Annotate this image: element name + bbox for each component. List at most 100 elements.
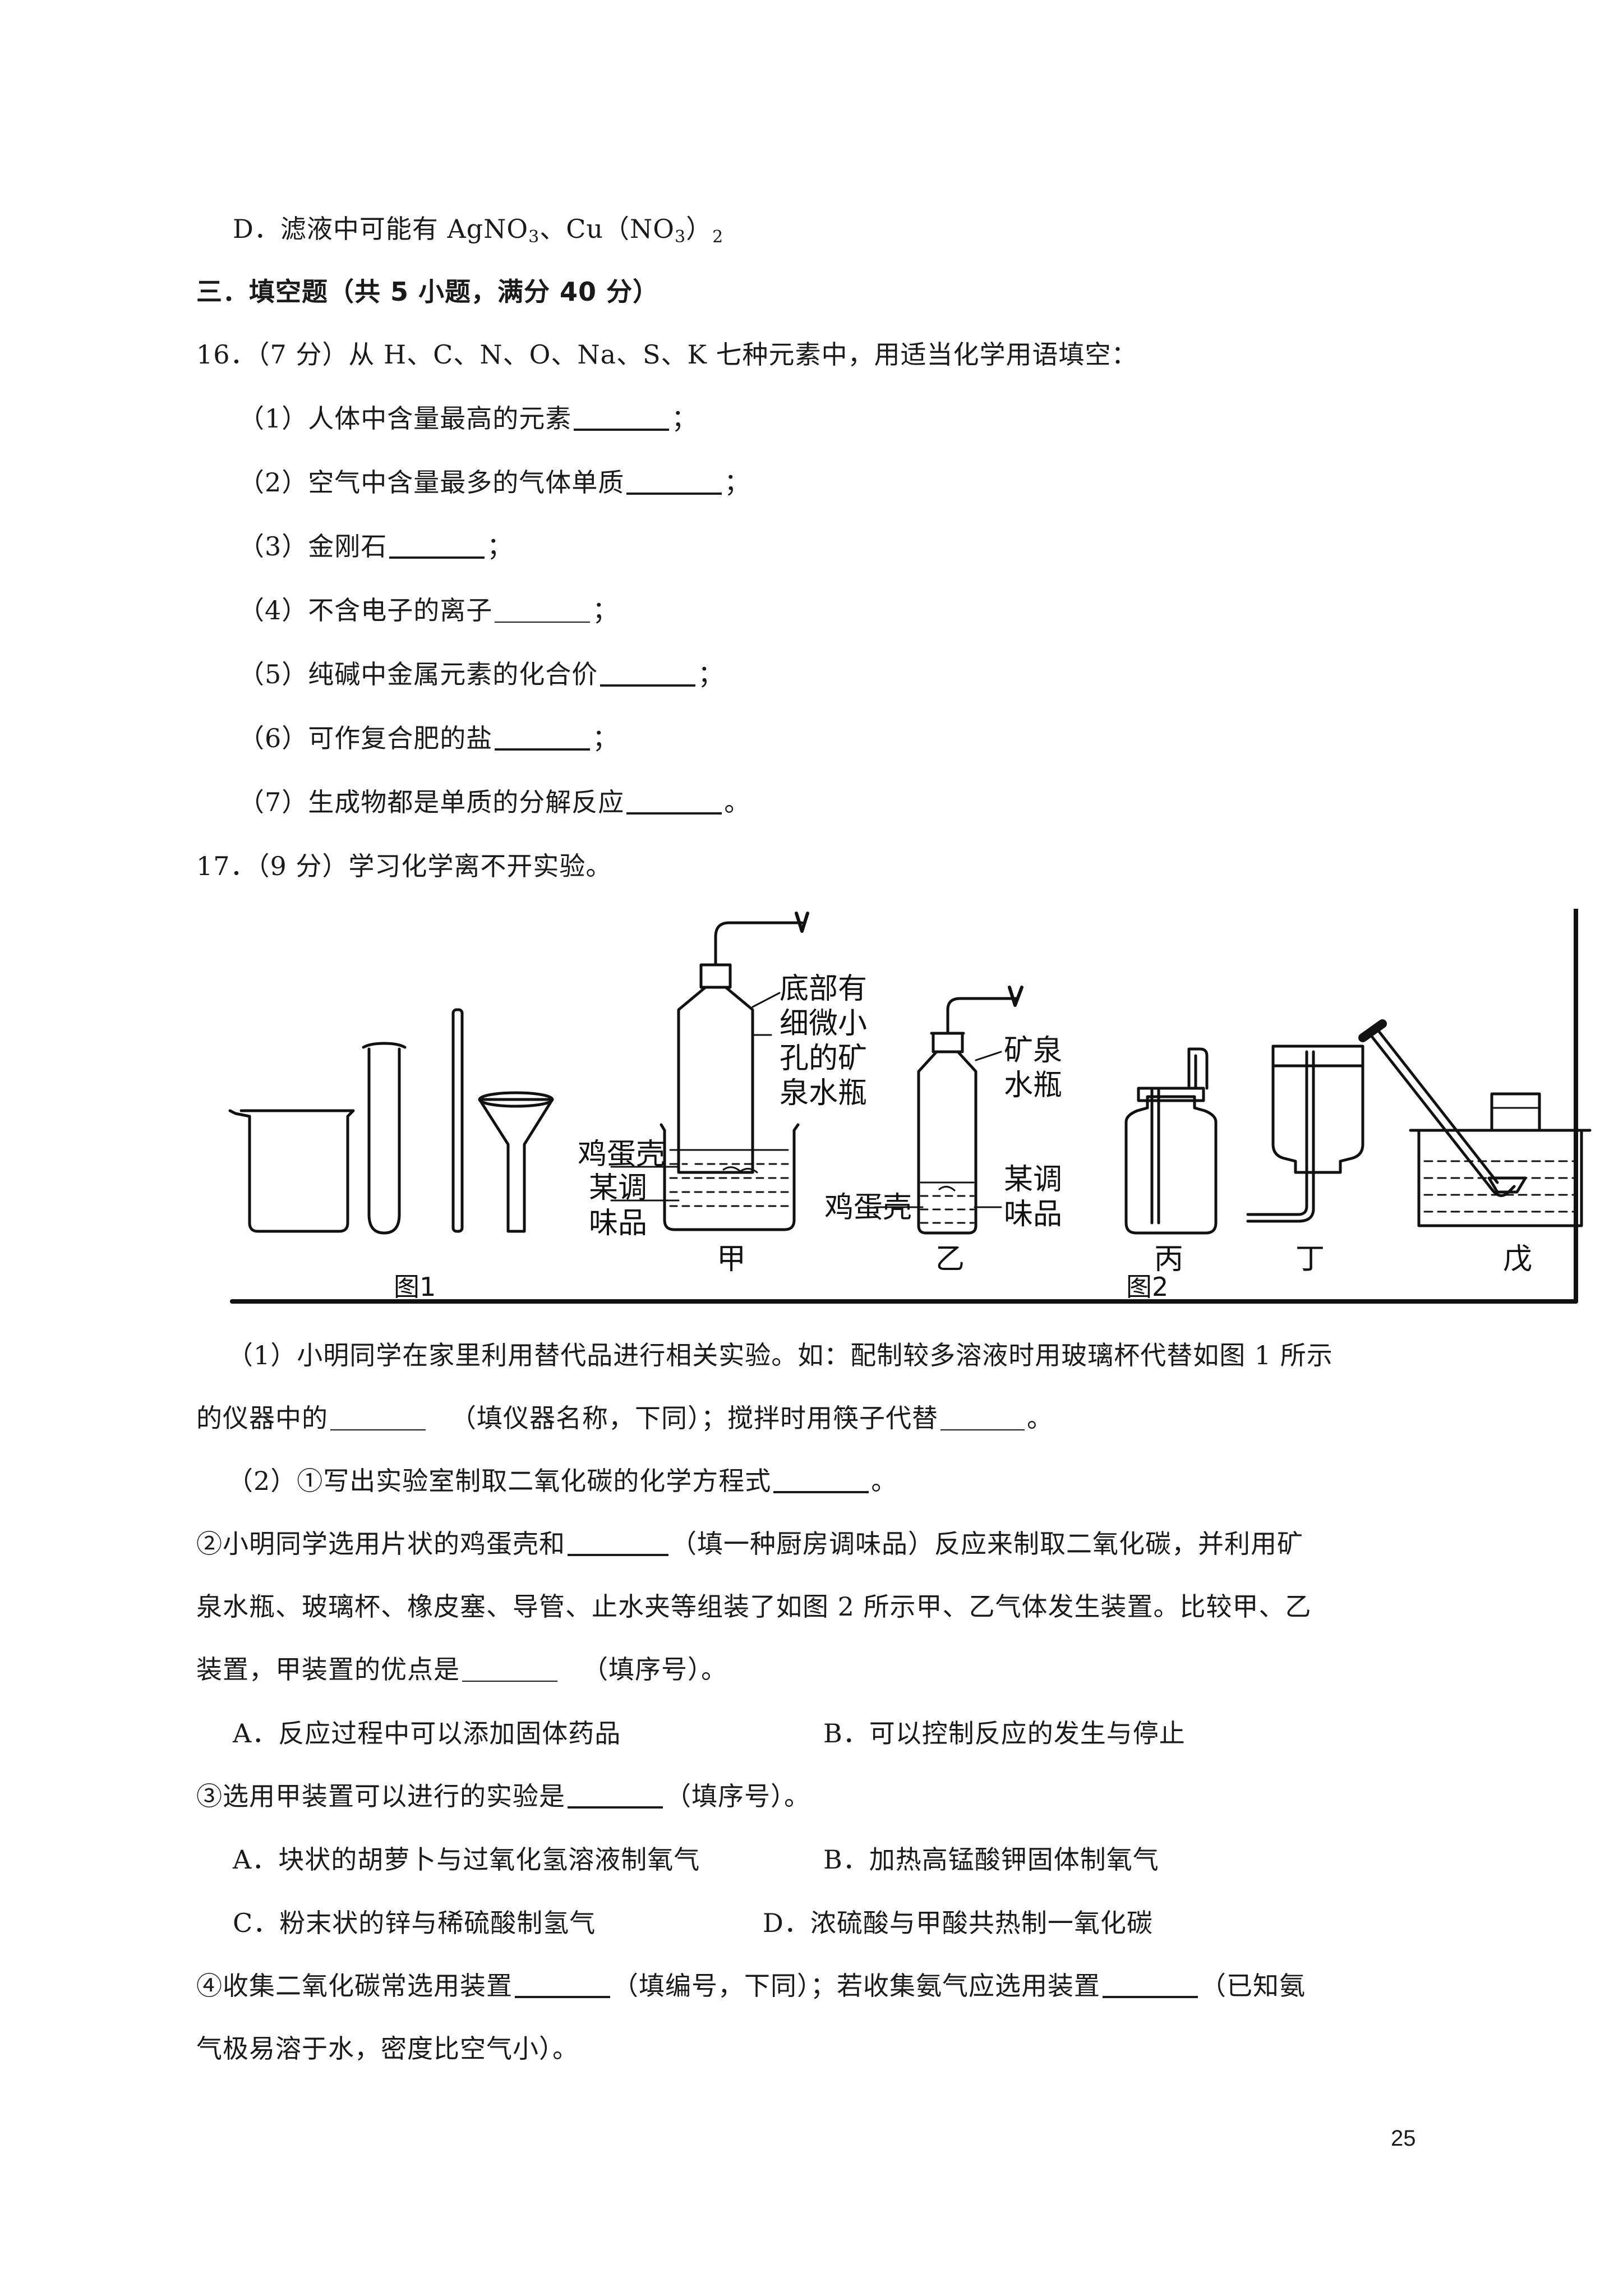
q16-item-end: ； [724, 467, 751, 498]
q17-text: （已知氨 [1200, 1971, 1306, 2001]
option-b: B．可以控制反应的发生与停止 [823, 1718, 1186, 1749]
option-d-prefix: D．滤液中可能有 AgNO [233, 214, 529, 244]
answer-blank[interactable] [626, 470, 722, 495]
section-title: 三．填空题（共 5 小题，满分 40 分） [196, 275, 659, 309]
q17-text: 的仪器中的 [196, 1403, 328, 1433]
seasoning-label-yi: 某调 [1004, 1163, 1062, 1197]
q17-text: （填仪器名称，下同）；搅拌时用筷子代替 [450, 1403, 938, 1433]
answer-blank[interactable] [626, 790, 722, 815]
eggshell-label-jia: 鸡蛋壳 [578, 1138, 665, 1171]
apparatus-bing [1124, 1047, 1218, 1235]
q16-item-1: （1）人体中含量最高的元素 ； [238, 402, 698, 435]
q16-item-end: ； [487, 531, 514, 562]
section-title-text: 三．填空题（共 5 小题，满分 40 分） [196, 277, 660, 307]
answer-blank[interactable] [940, 1407, 1025, 1430]
apparatus-label-bing: 丙 [1154, 1243, 1183, 1276]
q16-stem-text: 16．（7 分）从 H、C、N、O、Na、S、K 七种元素中，用适当化学用语填空… [196, 339, 1138, 370]
apparatus-wu [1358, 1019, 1592, 1227]
jia-label-line: 底部有 [780, 972, 867, 1006]
q17-options-row-2: A．块状的胡萝卜与过氧化氢溶液制氧气 [233, 1843, 700, 1876]
q17-p2-line4: 装置，甲装置的优点是（填序号）。 [196, 1653, 727, 1686]
answer-blank[interactable] [495, 726, 591, 751]
q17-text: 。 [1027, 1403, 1053, 1433]
answer-blank[interactable] [389, 534, 485, 559]
apparatus-label-wu: 戊 [1503, 1243, 1532, 1276]
q16-item-6: （6）可作复合肥的盐 ； [238, 721, 619, 755]
answer-blank[interactable] [568, 1784, 663, 1809]
apparatus-jia [610, 912, 809, 1231]
q17-text: ④收集二氧化碳常选用装置 [196, 1971, 513, 2001]
q17-text: ③选用甲装置可以进行的实验是 [196, 1781, 565, 1811]
q17-text: （1）小明同学在家里利用替代品进行相关实验。如：配制较多溶液时用玻璃杯代替如图 … [227, 1340, 1333, 1370]
jia-label-line: 孔的矿 [780, 1042, 867, 1075]
q16-item-text: （1）人体中含量最高的元素 [238, 403, 572, 434]
q16-item-2: （2）空气中含量最多的气体单质 ； [238, 466, 750, 499]
q16-item-3: （3）金刚石； [238, 530, 513, 563]
seasoning-label-jia: 某调 [589, 1171, 647, 1205]
q16-item-7: （7）生成物都是单质的分解反应 。 [238, 785, 750, 819]
q16-item-text: （4）不含电子的离子 [238, 595, 493, 625]
q16-item-text: （6）可作复合肥的盐 [238, 723, 493, 753]
eggshell-label-yi: 鸡蛋壳 [824, 1191, 912, 1225]
q16-item-end: ； [698, 659, 725, 689]
q17-stem-text: 17．（9 分）学习化学离不开实验。 [196, 851, 612, 881]
test-tube-icon [367, 1047, 401, 1235]
page-number: 25 [1391, 2126, 1416, 2151]
seasoning-label-yi: 味品 [1004, 1198, 1062, 1231]
option-d-mid: 、Cu（NO [540, 214, 675, 244]
q16-item-end: ； [592, 723, 619, 753]
q16-item-text: （7）生成物都是单质的分解反应 [238, 787, 625, 817]
q17-options-row-1: A．反应过程中可以添加固体药品 [233, 1717, 621, 1750]
subscript: 2 [712, 227, 724, 247]
answer-blank[interactable] [462, 1658, 557, 1682]
answer-blank[interactable] [330, 1407, 426, 1430]
option-a: A．块状的胡萝卜与过氧化氢溶液制氧气 [233, 1844, 700, 1875]
q17-text: （填序号）。 [582, 1654, 727, 1685]
seasoning-label-jia: 味品 [589, 1207, 647, 1240]
q17-stem: 17．（9 分）学习化学离不开实验。 [196, 849, 612, 883]
subscript: 3 [528, 227, 540, 247]
q17-p1-line2: 的仪器中的 （填仪器名称，下同）；搅拌时用筷子代替 。 [196, 1401, 1053, 1435]
answer-blank[interactable] [515, 1973, 610, 1998]
q16-item-end: ； [671, 403, 698, 434]
q17-options-row-1b: B．可以控制反应的发生与停止 [823, 1717, 1186, 1750]
q16-item-text: （5）纯碱中金属元素的化合价 [238, 659, 598, 689]
answer-blank[interactable] [1103, 1973, 1198, 1998]
q17-p4-line1: ④收集二氧化碳常选用装置（填编号，下同）；若收集氨气应选用装置（已知氨 [196, 1969, 1306, 2003]
q16-stem: 16．（7 分）从 H、C、N、O、Na、S、K 七种元素中，用适当化学用语填空… [196, 338, 1138, 371]
yi-label-line: 水瓶 [1004, 1069, 1062, 1102]
answer-blank[interactable] [568, 1531, 668, 1556]
q16-item-text: （2）空气中含量最多的气体单质 [238, 467, 625, 498]
funnel-icon [478, 1098, 554, 1233]
q17-text: 气极易溶于水，密度比空气小）。 [196, 2033, 579, 2064]
q17-p1-line1: （1）小明同学在家里利用替代品进行相关实验。如：配制较多溶液时用玻璃杯代替如图 … [227, 1338, 1333, 1372]
answer-blank[interactable] [574, 406, 670, 431]
q16-item-end: ； [592, 595, 619, 625]
q17-text: 泉水瓶、玻璃杯、橡皮塞、导管、止水夹等组装了如图 2 所示甲、乙气体发生装置。比… [196, 1591, 1312, 1622]
apparatus-yi [874, 986, 1023, 1235]
q17-p3: ③选用甲装置可以进行的实验是 （填序号）。 [196, 1779, 810, 1813]
q17-p2-line2: ②小明同学选用片状的鸡蛋壳和（填一种厨房调味品）反应来制取二氧化碳，并利用矿 [196, 1527, 1303, 1561]
answer-blank[interactable] [495, 599, 591, 623]
beaker-icon [228, 1109, 355, 1233]
q17-p2-line3: 泉水瓶、玻璃杯、橡皮塞、导管、止水夹等组装了如图 2 所示甲、乙气体发生装置。比… [196, 1590, 1312, 1623]
glass-rod-icon [451, 1008, 464, 1233]
option-c: C．粉末状的锌与稀硫酸制氢气 [233, 1908, 596, 1938]
q16-item-5: （5）纯碱中金属元素的化合价 ； [238, 657, 724, 691]
figure-1-caption: 图1 [394, 1272, 436, 1302]
q16-item-end: 。 [724, 787, 751, 817]
option-a: A．反应过程中可以添加固体药品 [233, 1718, 621, 1749]
apparatus-figure: 底部有 细微小 孔的矿 泉水瓶 矿泉 水瓶 鸡蛋壳 某调 味品 鸡蛋壳 某调 味… [228, 909, 1592, 1304]
q17-text: （填序号）。 [665, 1781, 810, 1811]
jia-label-line: 细微小 [780, 1007, 867, 1041]
apparatus-label-jia: 甲 [717, 1243, 746, 1276]
answer-blank[interactable] [600, 662, 696, 687]
answer-blank[interactable] [773, 1469, 869, 1493]
subscript: 3 [675, 227, 686, 247]
apparatus-ding [1246, 1045, 1364, 1223]
option-b: B．加热高锰酸钾固体制氧气 [823, 1844, 1159, 1875]
option-d-suffix: ） [686, 214, 713, 244]
q17-options-row-2b: B．加热高锰酸钾固体制氧气 [823, 1843, 1159, 1876]
option-d: D．浓硫酸与甲酸共热制一氧化碳 [763, 1908, 1153, 1938]
option-d-line: D．滤液中可能有 AgNO3、Cu（NO3）2 [233, 212, 723, 246]
